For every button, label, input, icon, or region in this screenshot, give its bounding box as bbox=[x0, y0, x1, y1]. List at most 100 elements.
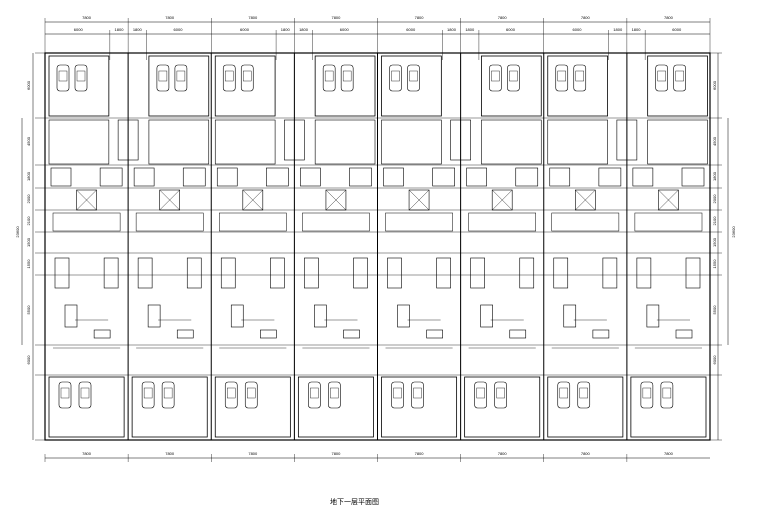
car-body bbox=[555, 64, 569, 92]
car-icon bbox=[240, 64, 254, 92]
car-icon bbox=[58, 381, 72, 409]
car-body bbox=[308, 381, 321, 409]
furniture-sofa bbox=[592, 329, 610, 339]
car-body bbox=[660, 381, 674, 409]
dim-sub-b: 1800 bbox=[281, 27, 291, 32]
car-icon bbox=[389, 64, 402, 92]
car-icon bbox=[244, 381, 258, 409]
dim-side-right: 1800 bbox=[712, 171, 717, 181]
stair-line bbox=[159, 189, 180, 211]
furniture-sofa bbox=[675, 329, 693, 339]
car-body bbox=[655, 64, 668, 92]
car-roof bbox=[642, 387, 652, 399]
car-roof bbox=[657, 70, 666, 82]
room-bath bbox=[99, 167, 123, 187]
room-court bbox=[685, 257, 701, 289]
garage-top bbox=[48, 55, 110, 117]
furniture-bed bbox=[480, 304, 493, 328]
stair-line bbox=[242, 189, 263, 211]
dim-bay: 7800 bbox=[415, 15, 425, 20]
room-court bbox=[353, 257, 368, 289]
car-icon bbox=[660, 381, 674, 409]
car-icon bbox=[56, 64, 70, 92]
car-roof bbox=[227, 387, 236, 399]
garage-bottom bbox=[547, 376, 624, 438]
car-body bbox=[74, 64, 88, 92]
dim-sub-b: 1800 bbox=[465, 27, 475, 32]
dim-side-left: 4500 bbox=[26, 136, 31, 146]
furniture-bed bbox=[230, 304, 244, 328]
car-roof bbox=[476, 387, 485, 399]
drawing-title: 地下一层平面图 bbox=[330, 499, 379, 506]
stair-line bbox=[408, 189, 430, 211]
room-bath bbox=[383, 167, 404, 187]
dim-sub-b: 1800 bbox=[133, 27, 143, 32]
car-icon bbox=[557, 381, 571, 409]
garage-top bbox=[647, 55, 708, 117]
car-body bbox=[640, 381, 654, 409]
room-corridor bbox=[385, 212, 453, 232]
car-body bbox=[340, 64, 354, 92]
garage-bottom bbox=[48, 376, 125, 438]
room-bath bbox=[133, 167, 155, 187]
dim-bay: 7800 bbox=[664, 15, 674, 20]
car-body bbox=[407, 64, 420, 92]
garage-top bbox=[314, 55, 376, 117]
car-roof bbox=[393, 387, 402, 399]
garage-top bbox=[214, 55, 276, 117]
car-roof bbox=[60, 387, 70, 399]
dim-sub-b: 1800 bbox=[299, 27, 309, 32]
car-body bbox=[328, 381, 341, 409]
furniture-sofa bbox=[343, 329, 360, 339]
car-roof bbox=[575, 70, 584, 82]
dim-side-left: 6000 bbox=[26, 355, 31, 365]
dim-side-left: 1500 bbox=[26, 237, 31, 247]
dim-sub-a: 6000 bbox=[240, 27, 250, 32]
car-roof bbox=[163, 387, 173, 399]
room-living bbox=[547, 119, 608, 165]
car-roof bbox=[559, 387, 568, 399]
garage-bottom bbox=[297, 376, 374, 438]
car-roof bbox=[675, 70, 684, 82]
furniture-bed bbox=[563, 304, 577, 328]
dim-side-left: 1550 bbox=[26, 259, 31, 269]
car-icon bbox=[308, 381, 321, 409]
dim-bay: 7800 bbox=[248, 15, 258, 20]
room-living bbox=[148, 119, 210, 165]
dim-bay: 7800 bbox=[82, 15, 92, 20]
room-stair bbox=[325, 189, 347, 211]
dim-sub-a: 6000 bbox=[74, 27, 84, 32]
dim-side-left: 2000 bbox=[26, 194, 31, 204]
room-bath bbox=[549, 167, 571, 187]
room-court bbox=[602, 257, 618, 289]
car-icon bbox=[494, 381, 507, 409]
car-icon bbox=[407, 64, 420, 92]
garage-bottom bbox=[630, 376, 707, 438]
dim-bay: 7800 bbox=[581, 15, 591, 20]
car-icon bbox=[474, 381, 487, 409]
room-bath bbox=[182, 167, 206, 187]
car-icon bbox=[174, 64, 188, 92]
room-court bbox=[54, 257, 70, 289]
dim-bay: 7800 bbox=[165, 15, 175, 20]
car-roof bbox=[413, 387, 422, 399]
car-icon bbox=[411, 381, 424, 409]
room-stair bbox=[575, 189, 596, 211]
room-bath bbox=[216, 167, 238, 187]
car-body bbox=[240, 64, 254, 92]
car-roof bbox=[409, 70, 418, 82]
dim-bottom: 7800 bbox=[664, 451, 674, 456]
room-bath bbox=[598, 167, 622, 187]
dim-sub-a: 6000 bbox=[672, 27, 682, 32]
furniture-sofa bbox=[260, 329, 277, 339]
room-court bbox=[304, 257, 319, 289]
car-roof bbox=[176, 70, 186, 82]
room-corridor bbox=[468, 212, 536, 232]
room-bath bbox=[349, 167, 372, 187]
dim-side-left: 6000 bbox=[26, 80, 31, 90]
car-body bbox=[577, 381, 591, 409]
room-living bbox=[314, 119, 376, 165]
room-corridor bbox=[302, 212, 370, 232]
furniture-bed bbox=[397, 304, 410, 328]
car-body bbox=[673, 64, 686, 92]
